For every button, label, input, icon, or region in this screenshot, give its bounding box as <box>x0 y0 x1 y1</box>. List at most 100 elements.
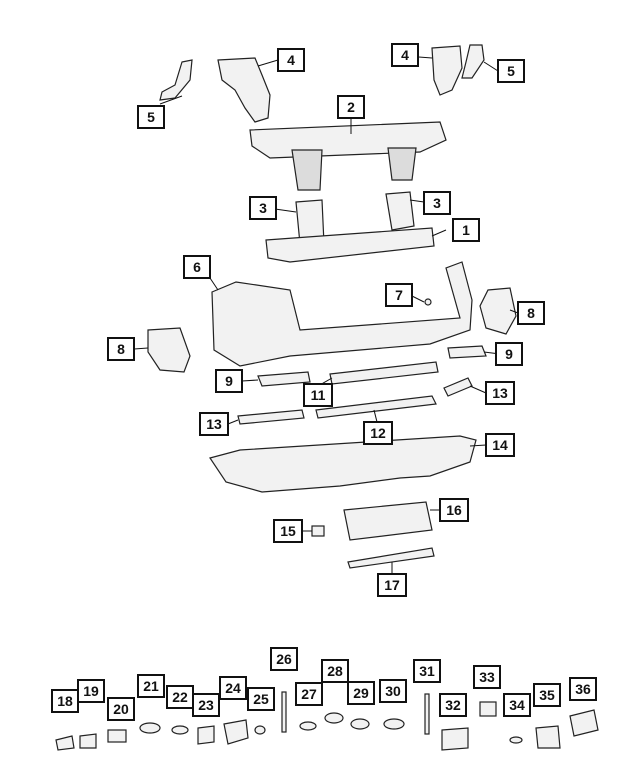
callout-box: 32 <box>439 693 467 717</box>
callout-box: 12 <box>363 421 393 445</box>
callout-label: 29 <box>353 685 369 701</box>
molding-12 <box>315 395 437 419</box>
bracket-left-8 <box>147 327 191 373</box>
callout-box: 4 <box>277 48 305 72</box>
bracket-right-4 <box>431 45 463 96</box>
callout-label: 20 <box>113 701 129 717</box>
callout-box: 27 <box>295 682 323 706</box>
lower-fascia-14 <box>209 435 477 493</box>
callout-box: 8 <box>107 337 135 361</box>
callout-box: 20 <box>107 697 135 721</box>
callout-label: 3 <box>259 200 267 216</box>
callout-label: 28 <box>327 663 343 679</box>
callout-label: 16 <box>446 502 462 518</box>
callout-label: 17 <box>384 577 400 593</box>
callout-label: 13 <box>206 416 222 432</box>
callout-label: 27 <box>301 686 317 702</box>
callout-box: 33 <box>473 665 501 689</box>
callout-label: 22 <box>172 689 188 705</box>
callout-label: 6 <box>193 259 201 275</box>
callout-label: 5 <box>147 109 155 125</box>
callout-box: 21 <box>137 674 165 698</box>
callout-label: 31 <box>419 663 435 679</box>
callout-label: 14 <box>492 437 508 453</box>
callout-box: 16 <box>439 498 469 522</box>
callout-label: 8 <box>527 305 535 321</box>
callout-box: 5 <box>497 59 525 83</box>
callout-box: 13 <box>199 412 229 436</box>
callout-box: 13 <box>485 381 515 405</box>
callout-box: 9 <box>215 369 243 393</box>
callout-box: 25 <box>247 687 275 711</box>
skid-plate-16 <box>343 501 433 541</box>
callout-label: 33 <box>479 669 495 685</box>
callout-box: 2 <box>337 95 365 119</box>
bracket-left-4 <box>217 57 271 123</box>
callout-box: 15 <box>273 519 303 543</box>
callout-label: 9 <box>505 346 513 362</box>
callout-box: 19 <box>77 679 105 703</box>
callout-label: 36 <box>575 681 591 697</box>
callout-label: 13 <box>492 385 508 401</box>
callout-label: 19 <box>83 683 99 699</box>
callout-box: 8 <box>517 301 545 325</box>
callout-box: 35 <box>533 683 561 707</box>
callout-box: 3 <box>249 196 277 220</box>
callout-box: 5 <box>137 105 165 129</box>
callout-label: 4 <box>287 52 295 68</box>
bracket-right-5 <box>461 44 485 79</box>
callout-box: 28 <box>321 659 349 683</box>
callout-box: 24 <box>219 676 247 700</box>
callout-box: 6 <box>183 255 211 279</box>
callout-box: 1 <box>452 218 480 242</box>
callout-box: 4 <box>391 43 419 67</box>
callout-label: 32 <box>445 697 461 713</box>
callout-label: 21 <box>143 678 159 694</box>
callout-box: 9 <box>495 342 523 366</box>
bumper-reinforcement-2 <box>249 121 447 191</box>
callout-box: 29 <box>347 681 375 705</box>
callout-box: 31 <box>413 659 441 683</box>
callout-box: 3 <box>423 191 451 215</box>
molding-11 <box>329 361 439 385</box>
clip-15 <box>311 525 325 537</box>
callout-label: 4 <box>401 47 409 63</box>
callout-box: 22 <box>166 685 194 709</box>
bumper-beam-1 <box>265 227 435 263</box>
callout-label: 8 <box>117 341 125 357</box>
trim-right-9 <box>447 345 487 359</box>
callout-label: 2 <box>347 99 355 115</box>
trim-17 <box>347 547 435 569</box>
callout-box: 14 <box>485 433 515 457</box>
callout-label: 24 <box>225 680 241 696</box>
clip-7 <box>424 298 432 306</box>
callout-label: 26 <box>276 651 292 667</box>
callout-label: 3 <box>433 195 441 211</box>
callout-label: 12 <box>370 425 386 441</box>
callout-label: 11 <box>311 387 326 403</box>
callout-box: 11 <box>303 383 333 407</box>
callout-label: 5 <box>507 63 515 79</box>
callout-box: 30 <box>379 679 407 703</box>
fasteners-row <box>55 691 599 751</box>
callout-label: 30 <box>385 683 401 699</box>
callout-label: 18 <box>57 693 73 709</box>
callout-box: 34 <box>503 693 531 717</box>
trim-left-13 <box>237 409 305 425</box>
callout-box: 23 <box>192 693 220 717</box>
callout-box: 18 <box>51 689 79 713</box>
callout-box: 26 <box>270 647 298 671</box>
callout-label: 25 <box>253 691 269 707</box>
callout-box: 36 <box>569 677 597 701</box>
callout-label: 9 <box>225 373 233 389</box>
bumper-fascia-6 <box>211 261 473 367</box>
callout-label: 15 <box>280 523 296 539</box>
callout-label: 1 <box>462 222 470 238</box>
callout-box: 17 <box>377 573 407 597</box>
callout-label: 35 <box>539 687 555 703</box>
trim-left-9 <box>257 371 311 387</box>
energy-absorber-right-3 <box>385 191 415 231</box>
callout-label: 23 <box>198 697 214 713</box>
trim-right-13 <box>443 377 473 397</box>
